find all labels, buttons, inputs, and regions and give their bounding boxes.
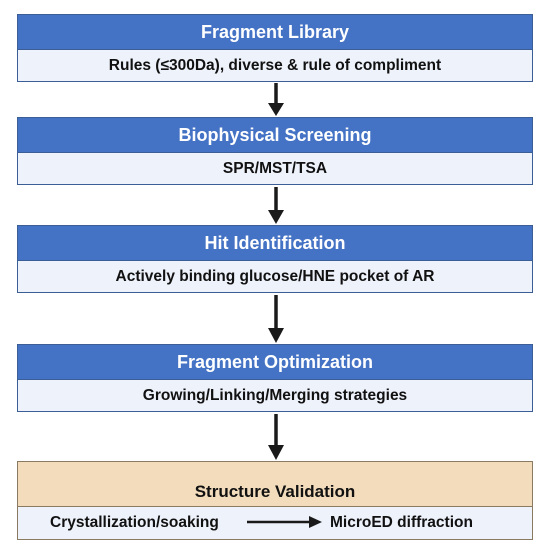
flow-arrow-1 xyxy=(268,83,284,116)
stage-detail: Actively binding glucose/HNE pocket of A… xyxy=(18,261,532,292)
stage-title: Fragment Library xyxy=(18,15,532,50)
flow-arrow-3 xyxy=(268,295,284,343)
stage-fragment-library: Fragment Library Rules (≤300Da), diverse… xyxy=(17,14,533,82)
stage-title: Structure Validation xyxy=(18,462,532,507)
stage-fragment-optimization: Fragment Optimization Growing/Linking/Me… xyxy=(17,344,533,412)
stage-structure-validation: Structure Validation Crystallization/soa… xyxy=(17,461,533,540)
flow-arrow-2 xyxy=(268,187,284,224)
stage-title: Biophysical Screening xyxy=(18,118,532,153)
stage-title: Hit Identification xyxy=(18,226,532,261)
stage-detail: SPR/MST/TSA xyxy=(18,153,532,184)
validation-detail: Crystallization/soaking MicroED diffract… xyxy=(18,507,532,539)
microed-label: MicroED diffraction xyxy=(330,514,473,531)
stage-title: Fragment Optimization xyxy=(18,345,532,380)
stage-biophysical-screening: Biophysical Screening SPR/MST/TSA xyxy=(17,117,533,185)
flow-arrow-4 xyxy=(268,414,284,460)
crystallization-label: Crystallization/soaking xyxy=(50,514,219,531)
process-arrow-icon xyxy=(247,516,322,528)
stage-detail: Growing/Linking/Merging strategies xyxy=(18,380,532,411)
stage-detail: Rules (≤300Da), diverse & rule of compli… xyxy=(18,50,532,81)
stage-hit-identification: Hit Identification Actively binding gluc… xyxy=(17,225,533,293)
